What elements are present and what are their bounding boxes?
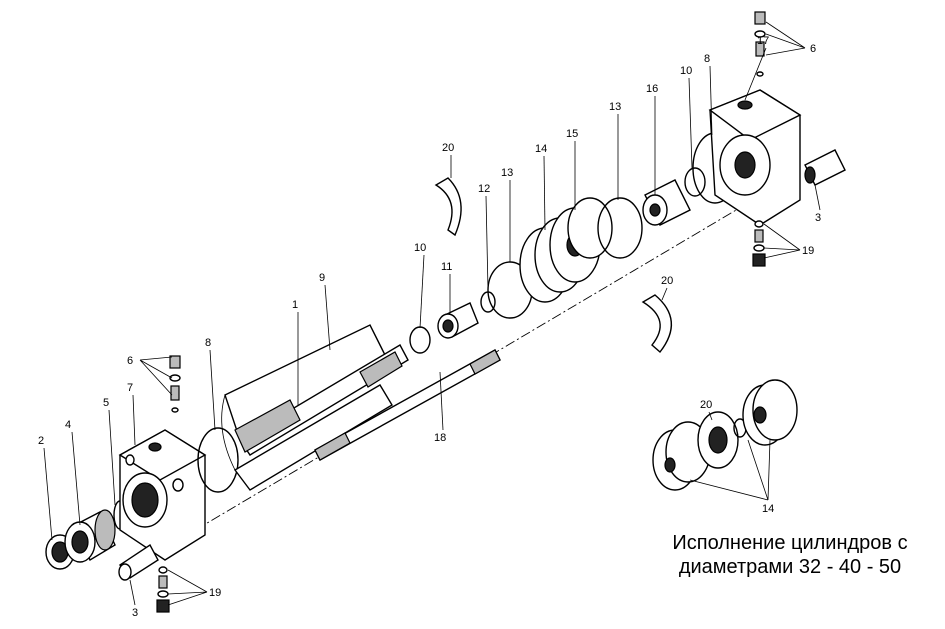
callout-9: 9	[319, 272, 325, 284]
callout-20-inset: 20	[700, 399, 712, 411]
callout-19-right: 19	[802, 245, 814, 257]
callout-15: 15	[566, 128, 578, 140]
callout-7: 7	[127, 382, 133, 394]
callout-3-right: 3	[815, 212, 821, 224]
callout-18: 18	[434, 432, 446, 444]
callout-19-left: 19	[209, 587, 221, 599]
callout-6-left: 6	[127, 355, 133, 367]
callout-3-left: 3	[132, 607, 138, 619]
part-6-valve-left	[169, 355, 181, 413]
callout-10-right: 10	[680, 65, 692, 77]
callout-10-left: 10	[414, 242, 426, 254]
caption-line-1: Исполнение цилиндров с	[672, 532, 908, 554]
part-9-tube	[221, 324, 393, 491]
part-19-plug-left	[156, 566, 170, 613]
callout-2: 2	[38, 435, 44, 447]
callout-4: 4	[65, 419, 71, 431]
part-callouts: 2 4 5 7 6 6 8 8 3 3 19 19 1 9 18 10 10 1…	[38, 35, 821, 619]
callout-1: 1	[292, 299, 298, 311]
callout-13-left: 13	[501, 167, 513, 179]
callout-8-right: 8	[704, 53, 710, 65]
part-4-bushing	[64, 509, 116, 563]
part-8-o-ring-left	[197, 427, 239, 493]
part-18-tie-rod	[314, 349, 501, 461]
callout-20-upper: 20	[442, 142, 454, 154]
part-17-right-end-cap	[708, 89, 802, 226]
callout-12: 12	[478, 183, 490, 195]
callout-14-inset: 14	[762, 503, 774, 515]
leader-lines	[43, 21, 821, 606]
alt-piston-inset	[652, 379, 798, 491]
callout-20-lower: 20	[661, 275, 673, 287]
callout-17: 17	[757, 35, 769, 47]
part-10-washer-left	[409, 326, 431, 354]
part-6-valve-right	[754, 11, 766, 77]
part-16-nut	[642, 179, 691, 226]
part-3-fitting-left	[118, 543, 159, 581]
callout-8-left: 8	[205, 337, 211, 349]
part-20-clip-upper	[434, 177, 462, 237]
callout-13-right: 13	[609, 101, 621, 113]
part-20-clip-lower	[641, 294, 673, 354]
part-11-bushing	[437, 302, 479, 339]
callout-5: 5	[103, 397, 109, 409]
callout-14: 14	[535, 143, 547, 155]
part-3-fitting-right	[804, 149, 846, 186]
part-1-piston-rod	[234, 344, 409, 456]
part-7-left-end-cap	[118, 429, 207, 561]
callout-16: 16	[646, 83, 658, 95]
part-19-plug-right	[752, 220, 766, 267]
caption-line-2: диаметрами 32 - 40 - 50	[678, 556, 902, 578]
part-13-seal-right	[597, 197, 643, 259]
callout-6-right: 6	[810, 43, 816, 55]
callout-11: 11	[441, 261, 452, 273]
